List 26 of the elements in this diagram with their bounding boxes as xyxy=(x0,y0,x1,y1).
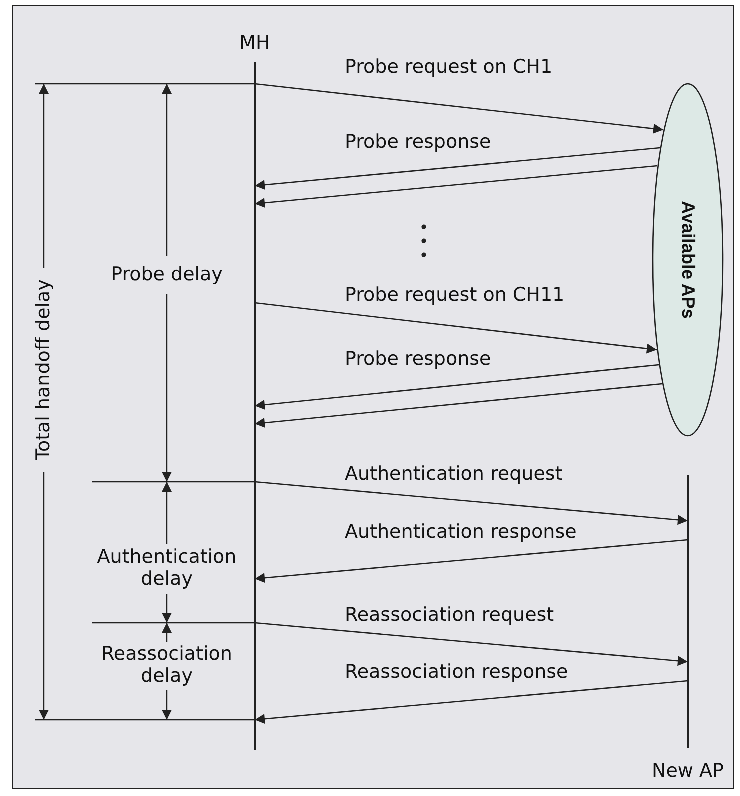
lifeline-label: New AP xyxy=(652,760,724,782)
arrow xyxy=(254,622,688,666)
arrow xyxy=(254,302,658,354)
dimension-label: Reassociation delay xyxy=(100,644,234,688)
access-point-ellipse xyxy=(652,83,724,437)
arrow xyxy=(254,383,662,428)
edge-label: Reassociation response xyxy=(345,661,568,684)
edge-label: Reassociation request xyxy=(345,604,554,627)
node-label: Available APs xyxy=(678,201,698,319)
arrow xyxy=(254,539,688,584)
arrow xyxy=(254,147,660,190)
lifeline-label: MH xyxy=(240,32,270,54)
edge-label: Probe response xyxy=(345,131,492,154)
edge-label: Probe request on CH11 xyxy=(345,284,565,307)
arrow xyxy=(254,364,660,410)
arrow xyxy=(254,680,688,724)
arrow xyxy=(254,481,688,526)
dimension-label: Probe delay xyxy=(111,264,223,286)
dimension-label: Authentication delay xyxy=(96,547,238,591)
arrow xyxy=(254,165,658,208)
edge-label: Probe response xyxy=(345,348,492,371)
dimension-label: Total handoff delay xyxy=(32,280,56,460)
arrow xyxy=(254,83,664,134)
edge-label: Authentication response xyxy=(345,521,577,544)
edge-label: Authentication request xyxy=(345,463,563,486)
edge-label: Probe request on CH1 xyxy=(345,56,553,79)
